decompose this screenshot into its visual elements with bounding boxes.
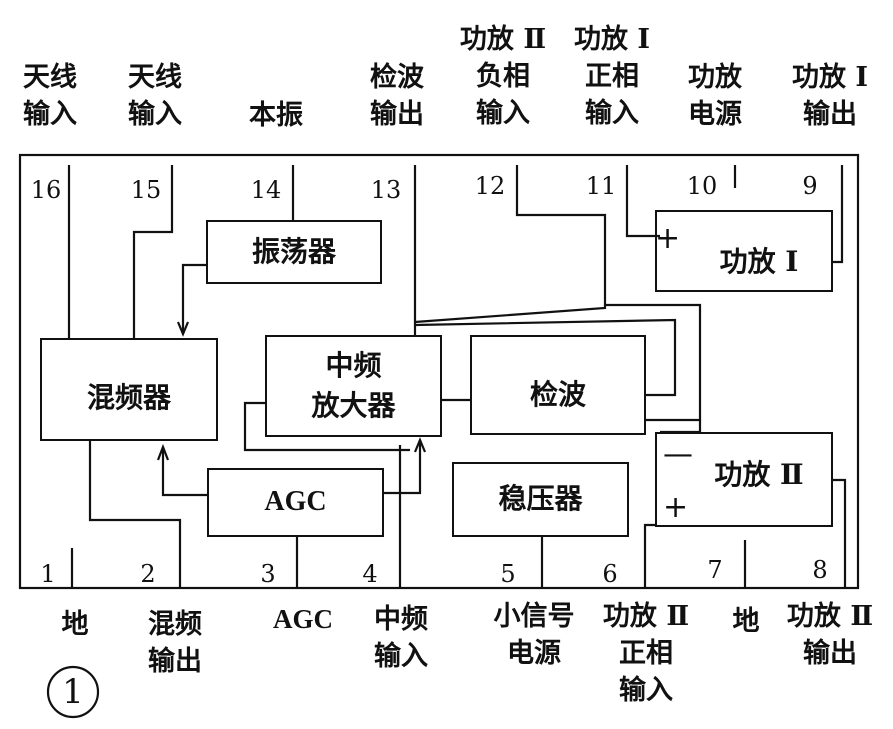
label-local-osc: 本振 <box>249 100 303 131</box>
label-amp2-neg-in: 功放 Ⅱ 负相 输入 <box>459 24 547 129</box>
detector-loop <box>414 318 677 397</box>
regulator-label: 稳压器 <box>498 482 583 515</box>
amp1-label: 功放 I <box>719 245 799 278</box>
amp2-minus-sign: — <box>663 437 693 472</box>
pin-9: 9 <box>802 172 818 200</box>
detector-block <box>470 335 646 435</box>
label-agc: AGC <box>273 604 333 634</box>
if-to-agc <box>243 401 410 452</box>
amp2-block <box>655 432 833 527</box>
pin-7: 7 <box>707 556 723 584</box>
amp2-plus-sign: + <box>663 490 689 525</box>
pin-13: 13 <box>370 176 402 204</box>
if-amp-label: 中频 放大器 <box>311 349 396 422</box>
pin-2: 2 <box>140 560 156 588</box>
label-detector-out: 检波 输出 <box>370 62 424 130</box>
oscillator-block <box>206 220 382 284</box>
figure-number: 1 <box>62 672 84 712</box>
if-amp-block <box>265 335 442 437</box>
pin-6: 6 <box>602 560 618 588</box>
agc-to-mixer <box>161 450 207 497</box>
label-amp1-out: 功放 I 输出 <box>791 62 869 130</box>
pin-5: 5 <box>500 560 516 588</box>
pin-line-15 <box>132 165 174 340</box>
label-small-signal-power: 小信号 电源 <box>493 601 575 669</box>
detector-to-amp2 <box>605 303 702 422</box>
label-amp-power: 功放 电源 <box>688 62 742 130</box>
label-ground-7: 地 <box>732 606 760 637</box>
pin-16: 16 <box>30 176 62 204</box>
pin-line-9 <box>833 165 844 264</box>
amp1-plus-sign: + <box>655 221 681 256</box>
label-amp2-out: 功放 Ⅱ 输出 <box>786 601 874 669</box>
pin-4: 4 <box>362 560 378 588</box>
label-antenna-in-16: 天线 输入 <box>23 62 77 130</box>
pin-10: 10 <box>686 172 718 200</box>
oscillator-label: 振荡器 <box>251 235 336 268</box>
pin4-to-if <box>383 440 422 495</box>
label-antenna-in-15: 天线 输入 <box>128 62 182 130</box>
amp2-out-line <box>833 478 847 588</box>
pin6-line <box>643 523 660 588</box>
figure-circle <box>46 665 100 719</box>
osc-mixer-arrow <box>176 321 190 337</box>
pin-8: 8 <box>812 556 828 584</box>
pin-12: 12 <box>474 172 506 200</box>
pin-line-11 <box>625 165 660 238</box>
amp1-block <box>655 210 833 292</box>
pin-15: 15 <box>130 176 162 204</box>
detector-label: 检波 <box>529 378 586 411</box>
label-if-in: 中频 输入 <box>374 604 428 672</box>
label-ground-1: 地 <box>61 609 89 640</box>
amp2-minus-link <box>660 420 702 434</box>
regulator-block <box>452 462 629 537</box>
agc-label: AGC <box>264 486 327 517</box>
agc-mixer-arrow <box>156 443 170 461</box>
label-amp1-pos-in: 功放 I 正相 输入 <box>573 24 651 129</box>
chip-outline <box>18 153 860 590</box>
label-amp2-pos-in: 功放 Ⅱ 正相 输入 <box>602 601 690 706</box>
agc-block <box>207 468 384 537</box>
amp2-label: 功放 Ⅱ <box>714 458 804 491</box>
pin-14: 14 <box>250 176 282 204</box>
pin-1: 1 <box>40 560 56 588</box>
mixer-to-pin2 <box>88 440 182 588</box>
label-mixer-out: 混频 输出 <box>148 609 202 677</box>
mixer-block <box>40 338 218 441</box>
pin4-if-arrow <box>413 437 427 453</box>
mixer-label: 混频器 <box>86 381 171 414</box>
pin-line-12 <box>414 165 607 324</box>
pin-11: 11 <box>585 172 617 200</box>
osc-to-mixer <box>181 263 206 333</box>
pin-3: 3 <box>260 560 276 588</box>
